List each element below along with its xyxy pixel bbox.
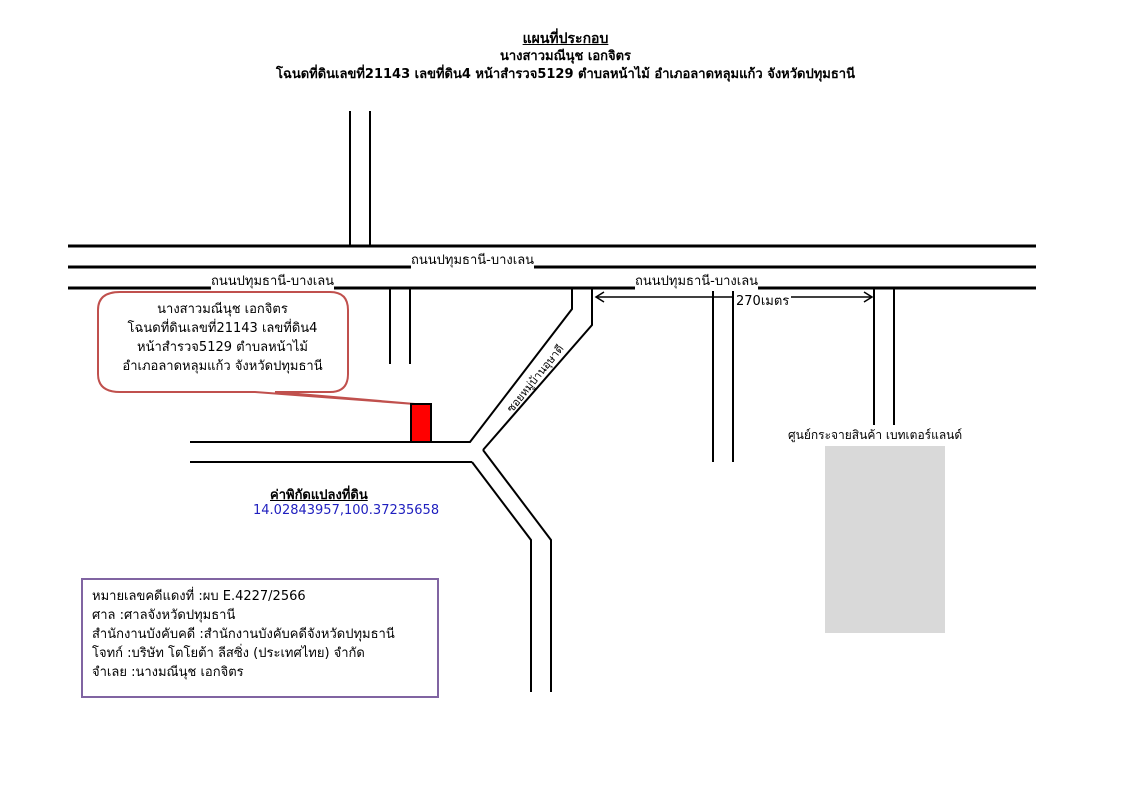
map-title: แผนที่ประกอบ <box>522 31 609 47</box>
road-label-center: ถนนปทุมธานี-บางเลน <box>411 249 535 270</box>
case-plaintiff: โจทก์ :บริษัท โตโยต้า ลีสซิ่ง (ประเทศไทย… <box>92 646 365 661</box>
road-label-left: ถนนปทุมธานี-บางเลน <box>211 270 335 291</box>
warehouse-area <box>825 446 945 633</box>
distance-label: 270เมตร <box>734 290 792 311</box>
distance-arrowhead-left <box>594 291 605 303</box>
parcel-marker <box>410 403 432 443</box>
case-office: สำนักงานบังคับคดี :สำนักงานบังคับคดีจังห… <box>92 627 395 642</box>
warehouse-label: ศูนย์กระจายสินค้า เบทเตอร์แลนด์ <box>788 428 963 442</box>
case-info-box: หมายเลขคดีแดงที่ :ผบ E.4227/2566 ศาล :ศา… <box>81 578 439 698</box>
soi-right-edge <box>482 288 593 451</box>
parcel-callout: นางสาวมณีนุช เอกจิตร โฉนดที่ดินเลขที่211… <box>100 300 345 376</box>
case-number: หมายเลขคดีแดงที่ :ผบ E.4227/2566 <box>92 589 306 604</box>
owner-name: นางสาวมณีนุช เอกจิตร <box>499 49 632 64</box>
callout-survey: หน้าสำรวจ5129 ตำบลหน้าไม้ <box>137 340 308 355</box>
case-defendant: จำเลย :นางมณีนุช เอกจิตร <box>92 665 244 680</box>
callout-deed: โฉนดที่ดินเลขที่21143 เลขที่ดิน4 <box>127 321 318 336</box>
case-court: ศาล :ศาลจังหวัดปทุมธานี <box>92 608 236 623</box>
south-road-right-edge <box>482 449 552 692</box>
coordinates-value: 14.02843957,100.37235658 <box>253 503 440 518</box>
distance-arrowhead-right <box>863 291 874 303</box>
callout-bubble <box>97 291 416 405</box>
coordinates-title: ค่าพิกัดแปลงที่ดิน <box>270 488 368 503</box>
title-block: แผนที่ประกอบ นางสาวมณีนุช เอกจิตร โฉนดที… <box>0 30 1131 84</box>
soi-left-edge <box>190 288 573 443</box>
soi-label: ซอยหมู่บ้านอุษาดี <box>504 342 566 415</box>
callout-district: อำเภอลาดหลุมแก้ว จังหวัดปทุมธานี <box>122 359 323 374</box>
callout-owner: นางสาวมณีนุช เอกจิตร <box>157 302 288 317</box>
south-road-left-edge <box>471 461 532 692</box>
road-label-right: ถนนปทุมธานี-บางเลน <box>635 270 759 291</box>
deed-info: โฉนดที่ดินเลขที่21143 เลขที่ดิน4 หน้าสำร… <box>275 67 855 82</box>
